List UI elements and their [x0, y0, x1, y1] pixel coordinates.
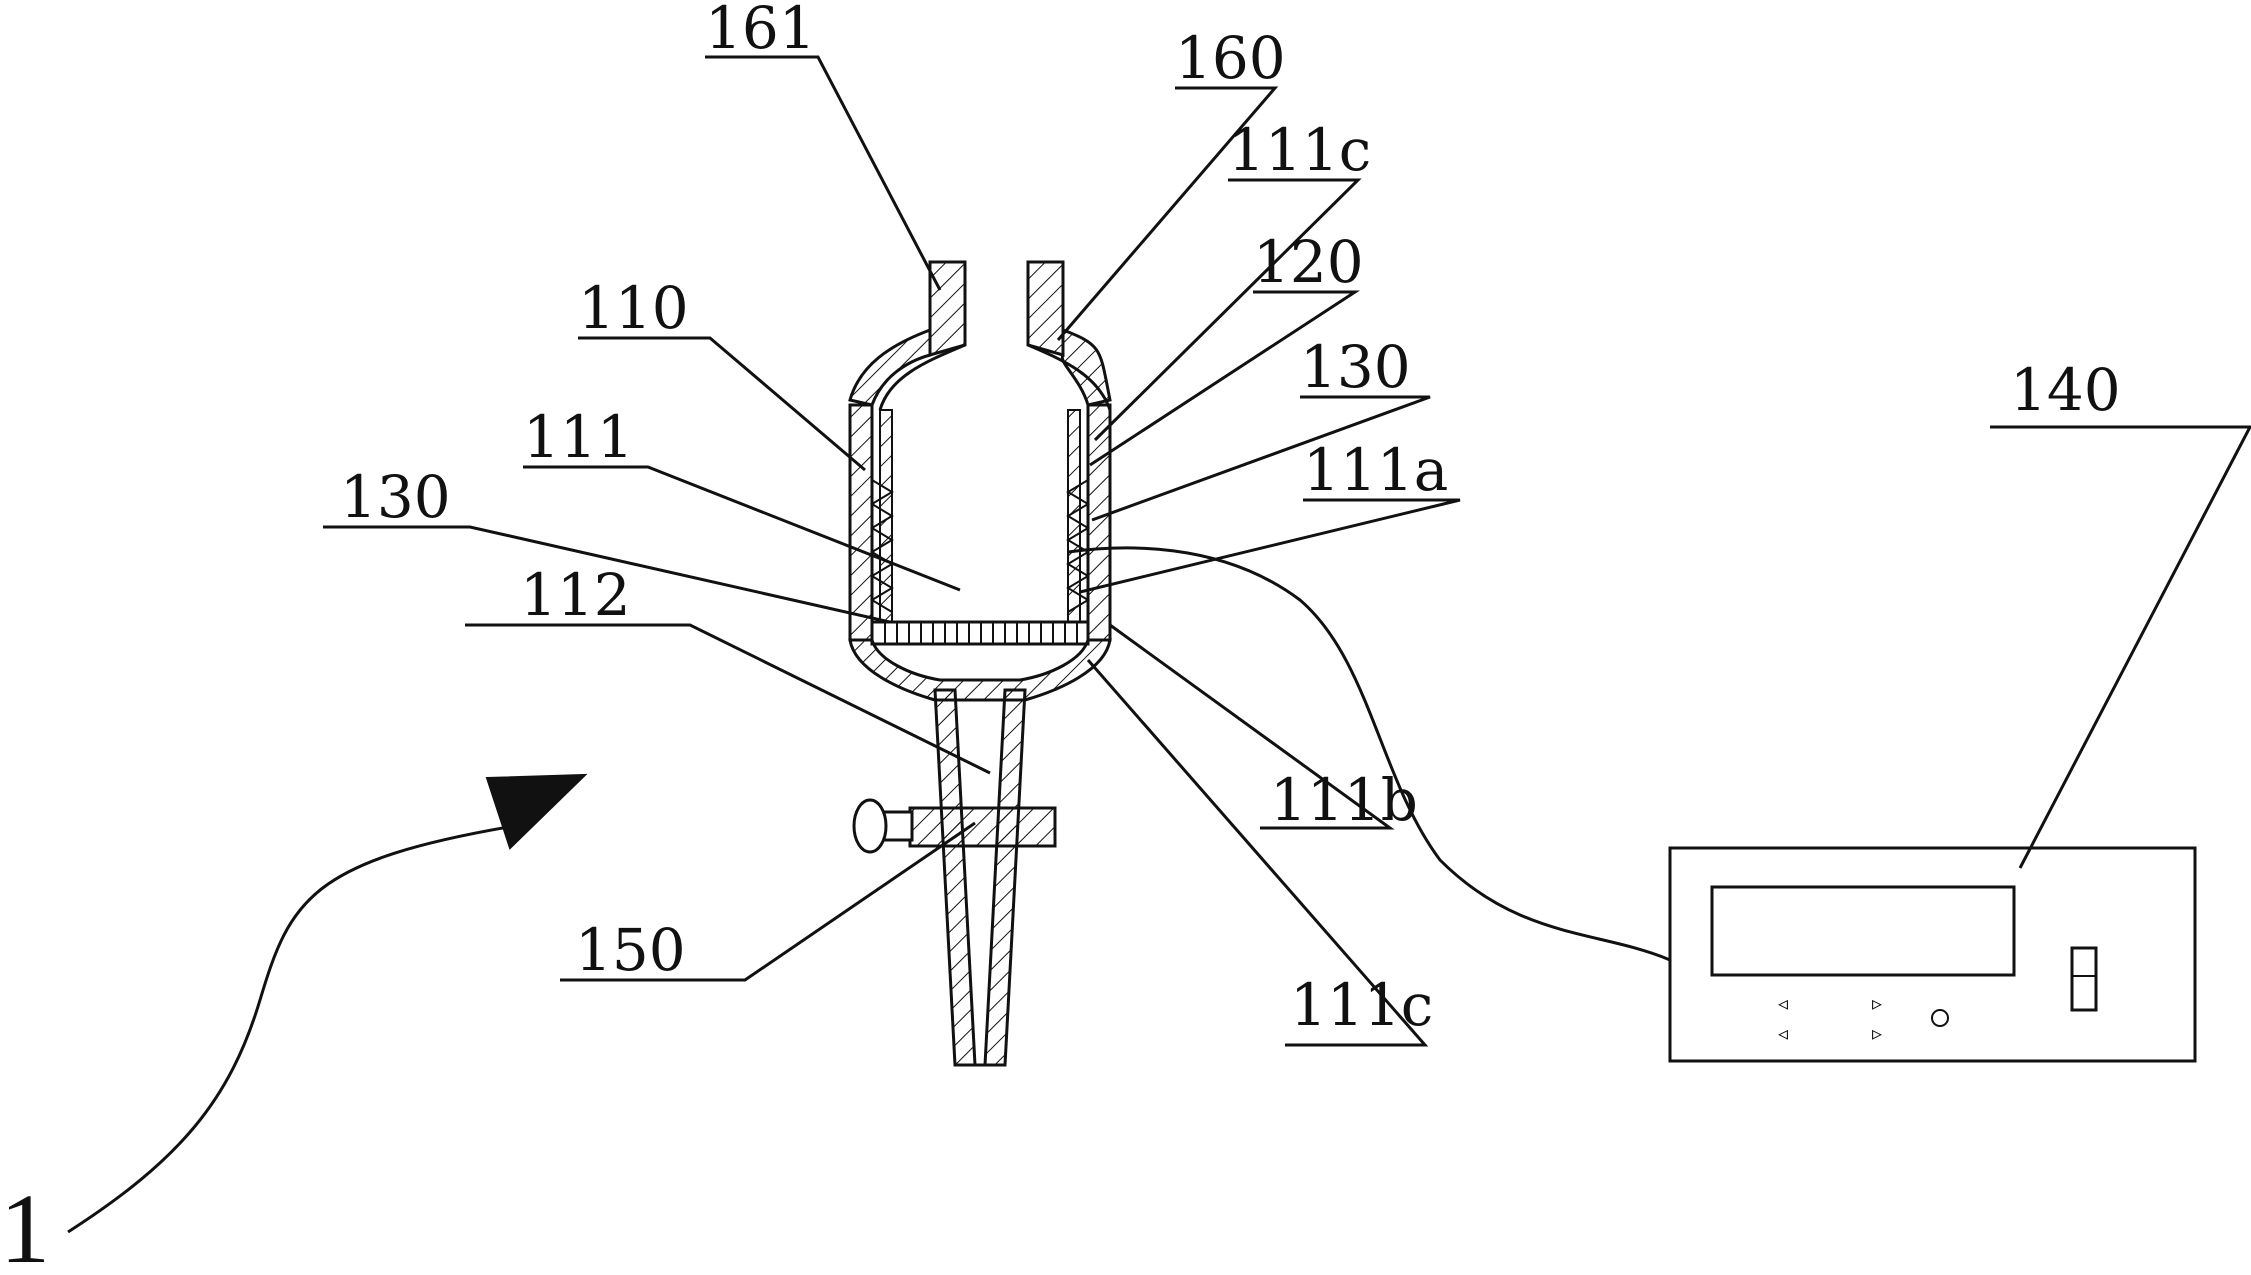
outlet-tube-left: [933, 688, 977, 1067]
label-130-right: 130: [1300, 333, 1411, 401]
controller-display: [1710, 885, 2016, 977]
label-130-left: 130: [340, 463, 451, 531]
label-111c-top: 111c: [1228, 116, 1371, 184]
outlet-tube-right: [983, 688, 1027, 1067]
sensor-wire: [1067, 546, 1671, 962]
outer-wall-right: [1086, 403, 1112, 642]
label-111: 111: [523, 403, 634, 471]
top-neck-left-wall: [928, 260, 967, 357]
arrow-head: [485, 773, 588, 850]
bowl-bottom: [848, 638, 1112, 702]
controller-switch: [2070, 946, 2098, 1012]
valve-body: [908, 806, 1057, 848]
button-left-top[interactable]: ◃: [1778, 991, 1788, 1015]
label-111c-bottom: 111c: [1290, 971, 1433, 1039]
label-110: 110: [578, 274, 689, 342]
label-111a: 111a: [1303, 436, 1448, 504]
figure-arrow: [67, 773, 588, 1234]
label-112: 112: [520, 561, 631, 629]
labels: 161 160 111c 120 130 110 111 111a 130 11…: [0, 0, 2121, 1275]
outer-wall-left: [848, 403, 874, 642]
heating-coil-right: [1066, 479, 1090, 613]
top-neck-right-wall: [1026, 260, 1065, 357]
filter-plate-teeth: [884, 622, 1078, 644]
label-111b: 111b: [1270, 766, 1418, 834]
lid-outline: [878, 262, 1112, 411]
controller-140: ◃ ◃ ▹ ▹: [1668, 846, 2197, 1063]
label-150: 150: [575, 916, 686, 984]
label-120: 120: [1253, 228, 1364, 296]
leader-lines: [323, 55, 2251, 1047]
button-round[interactable]: [1931, 1009, 1949, 1027]
button-right-bottom[interactable]: ▹: [1872, 1021, 1882, 1045]
figure-number: 1: [0, 1173, 50, 1275]
button-right-top[interactable]: ▹: [1872, 991, 1882, 1015]
lid-shoulder-left: [848, 327, 932, 407]
label-140: 140: [2010, 356, 2121, 424]
valve: [852, 798, 1057, 854]
label-160: 160: [1175, 24, 1286, 92]
label-161: 161: [705, 0, 816, 62]
funnel-apparatus: [848, 260, 1671, 1067]
heating-coil-left: [870, 479, 894, 613]
button-left-bottom[interactable]: ◃: [1778, 1021, 1788, 1045]
valve-knob: [852, 798, 888, 854]
